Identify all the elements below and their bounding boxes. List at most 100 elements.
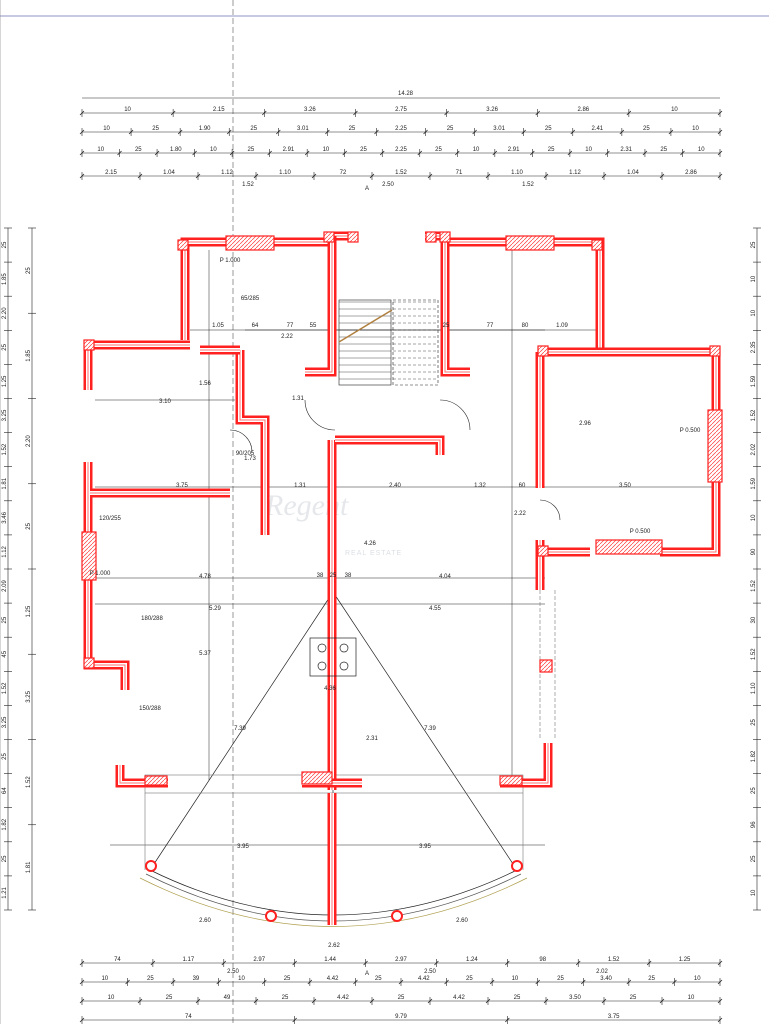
dimension-value: 10 xyxy=(103,126,110,132)
dimension-value: 2.25 xyxy=(395,147,407,153)
column-block xyxy=(539,659,553,673)
dimension-value: 64 xyxy=(2,787,8,794)
dimension-value: 72 xyxy=(340,170,347,176)
dimension-value: 10 xyxy=(692,126,699,132)
window-label: 180/288 xyxy=(141,616,163,622)
wall-center-top xyxy=(335,435,445,455)
room-dimension: 38 xyxy=(345,573,352,579)
dimension-value: 3.01 xyxy=(493,126,505,132)
dimension-value: 1.90 xyxy=(199,126,211,132)
window-label: 120/255 xyxy=(99,516,121,522)
room-dimension: 1.09 xyxy=(556,323,568,329)
window-label: P 0.500 xyxy=(680,428,701,434)
dimension-value: 25 xyxy=(751,241,757,248)
dimension-value: 10 xyxy=(97,147,104,153)
dimension-value: 1.82 xyxy=(2,818,8,830)
room-dimension: 25 xyxy=(330,573,337,579)
column-block xyxy=(144,775,168,786)
column-block xyxy=(425,231,437,243)
dimension-value: 4.42 xyxy=(453,995,465,1001)
dimension-value: 3.26 xyxy=(486,107,498,113)
dimension-value: 10 xyxy=(694,976,701,982)
column-block xyxy=(499,775,523,786)
dimension-value: 1.52 xyxy=(2,682,8,694)
room-dimension: 3.75 xyxy=(176,483,188,489)
dimension-value: 10 xyxy=(751,889,757,896)
column-block xyxy=(83,339,95,351)
room-dimension: 4.78 xyxy=(199,574,211,580)
dimension-value: 10 xyxy=(671,107,678,113)
dimension-value: 25 xyxy=(282,995,289,1001)
dimension-value: 1.52 xyxy=(395,170,407,176)
dimension-value: 25 xyxy=(147,976,154,982)
room-dimension: 1.31 xyxy=(294,483,306,489)
dimension-value: 98 xyxy=(539,957,546,963)
doors xyxy=(229,399,561,521)
room-dimension: 25 xyxy=(443,323,450,329)
dimension-value: 4.42 xyxy=(418,976,430,982)
dimension-value: 1.52 xyxy=(242,182,254,188)
room-dimension: 80 xyxy=(522,323,529,329)
dimension-value: 10 xyxy=(688,995,695,1001)
dimension-value: 30 xyxy=(751,616,757,623)
room-dimension: 5.29 xyxy=(209,606,221,612)
dimension-value: 2.25 xyxy=(395,126,407,132)
room-dimension: 3.10 xyxy=(159,399,171,405)
dimension-value: 25 xyxy=(751,718,757,725)
column-block xyxy=(591,239,603,251)
dimension-value: 1.10 xyxy=(279,170,291,176)
room-dimension: 2.96 xyxy=(579,421,591,427)
columns xyxy=(81,231,723,922)
dimension-value: 25 xyxy=(545,126,552,132)
dimension-value: 25 xyxy=(751,855,757,862)
dimension-value: 25 xyxy=(152,126,159,132)
dimension-value: 1.85 xyxy=(26,349,32,361)
room-dimension: 55 xyxy=(310,323,317,329)
column-block xyxy=(505,235,555,251)
column-block xyxy=(347,231,359,243)
wall-right-outer xyxy=(540,347,721,557)
dimension-value: 2.20 xyxy=(2,307,8,319)
dimension-value: 2.15 xyxy=(213,107,225,113)
dimension-value: 3.75 xyxy=(608,1014,620,1020)
wall-left-inner xyxy=(235,350,270,535)
dimension-value: 25 xyxy=(250,126,257,132)
dimension-value: 25 xyxy=(398,995,405,1001)
dimension-value: 1.04 xyxy=(627,170,639,176)
dimension-value: 10 xyxy=(473,147,480,153)
porch-outline xyxy=(144,590,556,870)
dimension-value: 1.59 xyxy=(751,477,757,489)
dimension-value: 10 xyxy=(751,275,757,282)
dimension-value: 10 xyxy=(585,147,592,153)
room-dimension: 77 xyxy=(487,323,494,329)
dimension-value: 1.17 xyxy=(182,957,194,963)
dimension-value: 10 xyxy=(512,976,519,982)
dimension-value: 25 xyxy=(349,126,356,132)
dimension-value: 3.40 xyxy=(600,976,612,982)
dimension-value: 1.25 xyxy=(2,375,8,387)
dimension-value: 2.91 xyxy=(508,147,520,153)
window-label: P 1.000 xyxy=(220,258,241,264)
dimension-value: 74 xyxy=(114,957,121,963)
dimension-value: 2.35 xyxy=(751,341,757,353)
room-dimension: 1.05 xyxy=(212,323,224,329)
dimension-value: 25 xyxy=(660,147,667,153)
dimension-value: 10 xyxy=(751,309,757,316)
dimension-value: 25 xyxy=(548,147,555,153)
dimension-value: 1.81 xyxy=(2,477,8,489)
dimension-value: 1.24 xyxy=(466,957,478,963)
dimension-value: 49 xyxy=(224,995,231,1001)
wall-top-right xyxy=(425,231,605,352)
dimension-value: 2.02 xyxy=(751,443,757,455)
dimension-value: 25 xyxy=(2,616,8,623)
dimension-value: 1.85 xyxy=(2,273,8,285)
column-block xyxy=(595,539,663,555)
dimension-value: 2.86 xyxy=(685,170,697,176)
dimension-value: 25 xyxy=(375,976,382,982)
dimension-value: 1.80 xyxy=(170,147,182,153)
